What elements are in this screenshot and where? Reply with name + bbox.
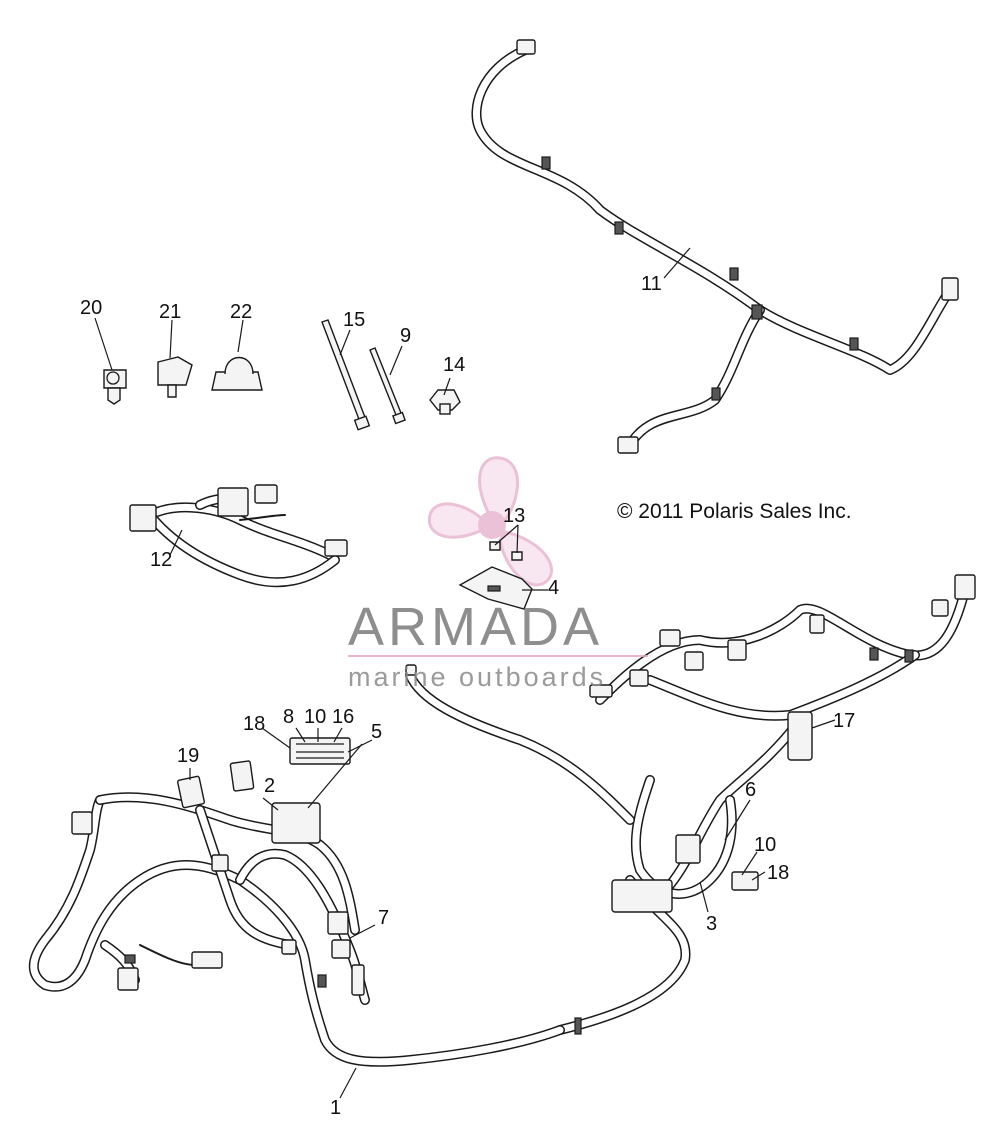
callout-6: 6 <box>745 779 757 801</box>
part-20-clip <box>103 369 127 405</box>
clip-icon <box>751 304 763 320</box>
fuse-box-8-10-16 <box>289 737 351 765</box>
part-15-cable-tie <box>321 319 371 431</box>
clip-icon <box>849 337 859 351</box>
part-10-18-fuse <box>731 871 759 891</box>
callout-2: 2 <box>264 775 276 797</box>
callout-5: 5 <box>371 721 383 743</box>
copyright-notice: © 2011 Polaris Sales Inc. <box>617 500 852 523</box>
callout-14: 14 <box>443 354 466 376</box>
connector-icon <box>617 436 639 454</box>
part-17-relay <box>787 711 813 761</box>
part-21-clip <box>157 356 193 398</box>
harness-3-17 <box>405 574 976 1035</box>
part-9-cable-tie <box>369 347 406 425</box>
part-2-module <box>271 802 321 844</box>
part-7-connector <box>327 911 349 935</box>
part-14-clip <box>429 389 461 415</box>
clip-icon <box>729 267 739 281</box>
callout-11: 11 <box>641 273 662 295</box>
callout-1: 1 <box>330 1097 342 1119</box>
callout-4: 4 <box>548 577 560 599</box>
callout-10-top: 10 <box>304 706 327 728</box>
callout-9: 9 <box>400 325 412 347</box>
callout-16: 16 <box>332 706 355 728</box>
callout-3: 3 <box>706 913 718 935</box>
clip-icon <box>711 387 721 401</box>
harness-12 <box>129 484 348 588</box>
watermark-tagline: marine outboards <box>348 662 607 692</box>
callout-18-left: 18 <box>243 713 266 735</box>
ecu-connector <box>611 879 673 913</box>
connector-icon <box>516 39 536 55</box>
callout-18-right: 18 <box>767 862 790 884</box>
part-13-fasteners <box>489 541 523 561</box>
part-4-bracket <box>458 566 533 610</box>
part-22-clamp <box>211 357 263 391</box>
callout-8: 8 <box>283 706 295 728</box>
watermark-propeller-logo <box>427 456 553 587</box>
callout-17: 17 <box>833 710 856 732</box>
callout-13: 13 <box>503 505 526 527</box>
connector-icon <box>941 277 959 301</box>
callout-22: 22 <box>230 301 253 323</box>
part-19-relay <box>177 775 205 809</box>
callout-7: 7 <box>378 907 390 929</box>
callout-20: 20 <box>80 297 103 319</box>
callout-12: 12 <box>150 549 173 571</box>
callout-21: 21 <box>159 301 182 323</box>
clip-icon <box>541 156 551 170</box>
harness-1-main <box>28 737 582 1067</box>
harness-11 <box>471 39 959 454</box>
callout-19: 19 <box>177 745 200 767</box>
clip-icon <box>614 221 624 235</box>
watermark-divider <box>348 655 648 657</box>
callout-leaders <box>94 247 836 1099</box>
callout-15: 15 <box>343 309 366 331</box>
callout-10-right: 10 <box>754 834 777 856</box>
watermark-brand: ARMADA <box>348 597 604 657</box>
